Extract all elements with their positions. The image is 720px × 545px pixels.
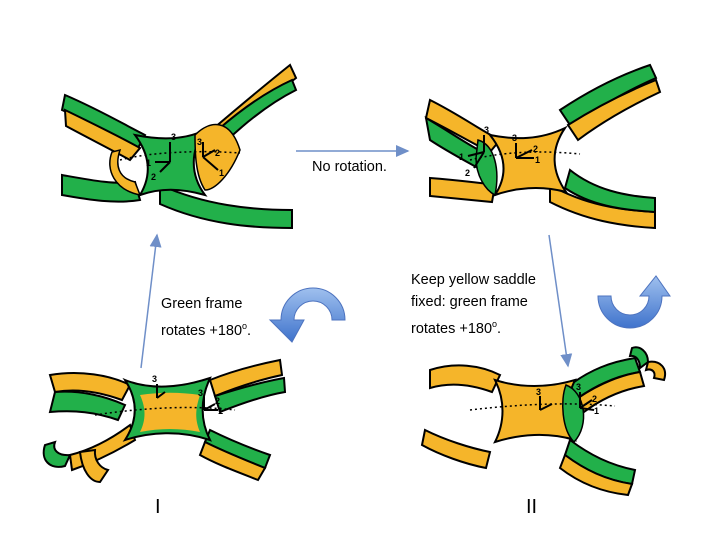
axis-label: 2 [465, 168, 470, 178]
axis-label: 2 [215, 148, 220, 158]
green-frame-caption: Green frame rotates +180o. [161, 293, 251, 342]
axis-label: 2 [592, 394, 597, 404]
no-rotation-caption: No rotation. [312, 159, 387, 175]
panel-label-ii: II [526, 496, 538, 518]
saddle-bottom-left [42, 358, 287, 484]
saddle-bottom-right [420, 346, 666, 497]
axis-label: 1 [594, 406, 599, 416]
axis-label: 3 [536, 387, 541, 397]
keep-yellow-caption: Keep yellow saddle fixed: green frame ro… [411, 269, 536, 340]
axis-label: 3 [512, 133, 517, 143]
counterclockwise-arrow-icon [268, 287, 346, 343]
saddle-top-left [60, 63, 298, 230]
axis-label: 1 [146, 158, 151, 168]
panel-label-i: I [155, 496, 161, 518]
axis-label: 3 [198, 388, 203, 398]
axis-label: 1 [219, 168, 224, 178]
axis-label: 3 [152, 374, 157, 384]
axis-label: 2 [151, 172, 156, 182]
clockwise-arrow-icon [597, 275, 671, 329]
axis-label: 3 [171, 132, 176, 142]
axis-label: 1 [535, 155, 540, 165]
arrow-top-right-to-bottom-right [548, 234, 573, 368]
axis-label: 2 [533, 144, 538, 154]
axis-label: 3 [576, 382, 581, 392]
axis-label: 2 [215, 396, 220, 406]
caption-line: Keep yellow saddle [411, 272, 536, 288]
axis-label: 3 [197, 137, 202, 147]
axis-label: 1 [218, 406, 223, 416]
axis-label: 1 [459, 152, 464, 162]
caption-line: rotates +180o. [161, 321, 252, 339]
axis-label: 3 [484, 125, 489, 135]
axis-labels: 3 1 2 3 2 1 3 1 2 3 2 1 3 3 2 1 3 3 2 1 [146, 125, 599, 416]
caption-line: Green frame [161, 296, 243, 312]
caption-line: fixed: green frame [411, 294, 528, 310]
saddle-top-right [424, 63, 662, 230]
arrow-bottom-left-to-top-left [140, 233, 162, 369]
caption-line: rotates +180o. [411, 319, 502, 337]
